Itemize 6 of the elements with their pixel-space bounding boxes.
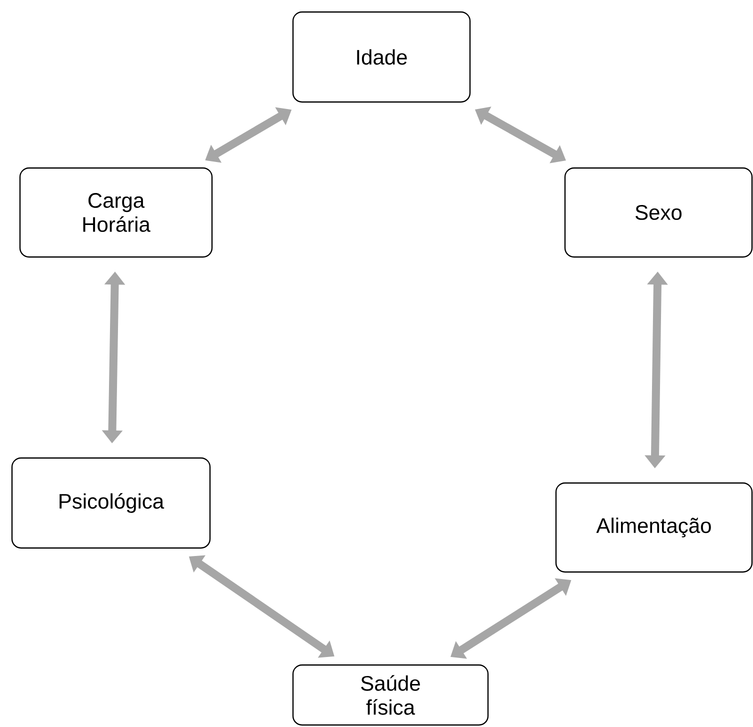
factor-box: Alimentação	[555, 482, 753, 573]
factor-box: Saúde física	[292, 664, 489, 726]
factor-box: Psicológica	[11, 457, 211, 549]
factor-box: Idade	[292, 11, 471, 103]
factor-box: Sexo	[564, 167, 753, 258]
factor-box: Carga Horária	[19, 167, 213, 258]
